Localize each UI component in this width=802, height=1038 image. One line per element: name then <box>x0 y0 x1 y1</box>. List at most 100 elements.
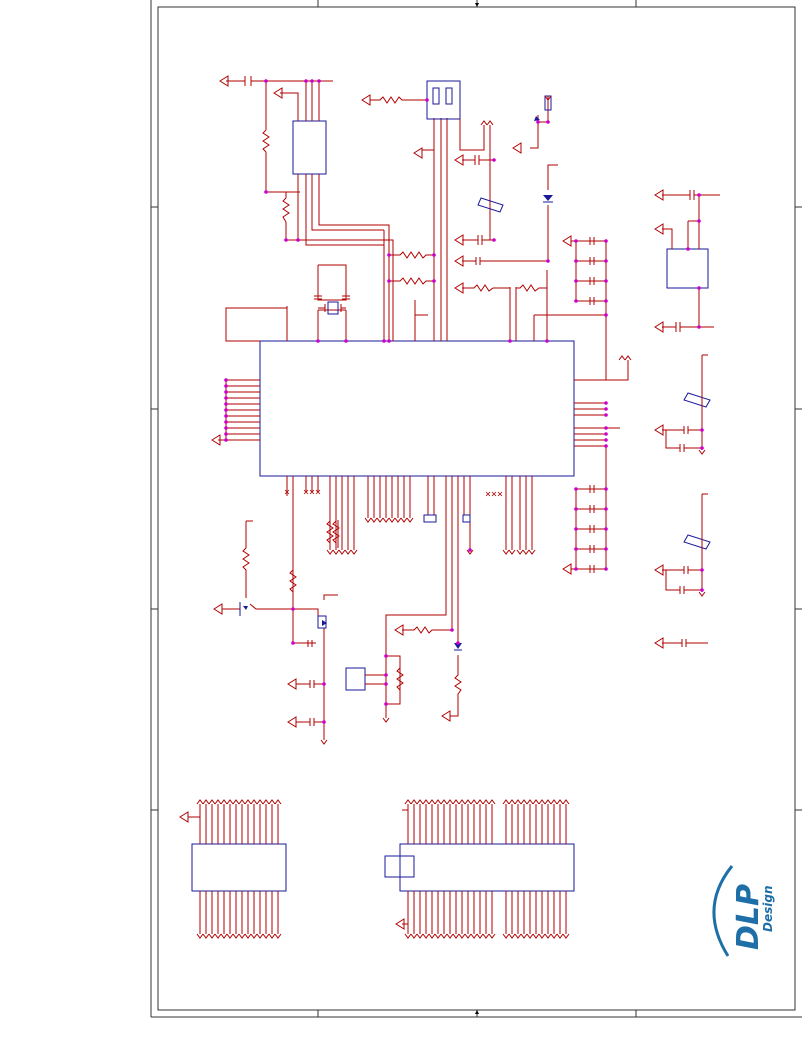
net-terminator <box>446 933 454 939</box>
ground-symbol <box>179 811 189 823</box>
junction-dots <box>224 79 704 724</box>
junction-dot <box>432 253 436 257</box>
ground-symbol <box>287 716 297 728</box>
decoupling-capacitor-bank-bottom <box>571 446 607 573</box>
net-terminator <box>338 549 346 555</box>
net-terminator <box>326 549 334 555</box>
junction-dot <box>384 673 388 677</box>
net-terminator <box>416 933 424 939</box>
net-terminator <box>274 799 282 805</box>
net-terminator <box>544 799 552 805</box>
net-terminator <box>238 933 246 939</box>
header-connector-wide <box>384 804 575 934</box>
net-terminator <box>226 799 234 805</box>
junction-dot <box>310 79 314 83</box>
frame-center-markers <box>475 3 479 1014</box>
net-terminator <box>244 799 252 805</box>
net-terminator <box>452 799 460 805</box>
net-terminator <box>514 799 522 805</box>
logo-brand-text: DLP <box>731 884 766 950</box>
ground-symbol <box>654 564 664 576</box>
junction-dot <box>536 120 540 124</box>
junction-dot <box>697 219 701 223</box>
net-terminator <box>452 933 460 939</box>
net-terminator <box>250 933 258 939</box>
net-terminator <box>544 95 552 101</box>
net-terminator <box>476 799 484 805</box>
junction-dot <box>604 487 608 491</box>
junction-dot <box>697 193 701 197</box>
net-terminator <box>482 933 490 939</box>
net-terminator <box>698 449 706 455</box>
junction-dot <box>604 438 608 442</box>
junction-dot <box>574 527 578 531</box>
junction-dot <box>697 325 701 329</box>
junction-dot <box>456 641 460 645</box>
junction-dot <box>604 313 608 317</box>
junction-dot <box>604 239 608 243</box>
junction-dot <box>304 79 308 83</box>
net-terminator <box>618 355 626 361</box>
ground-symbol <box>273 87 283 99</box>
net-terminator <box>528 549 536 555</box>
ground-symbol <box>287 678 297 690</box>
net-terminator <box>262 799 270 805</box>
ground-symbol <box>211 434 221 446</box>
net-terminator <box>434 933 442 939</box>
net-terminator <box>232 933 240 939</box>
net-terminator <box>208 933 216 939</box>
net-terminator <box>350 549 358 555</box>
button-led-section <box>326 514 471 718</box>
net-terminator <box>562 933 570 939</box>
junction-dot <box>317 79 321 83</box>
junction-dot <box>604 401 608 405</box>
net-terminator <box>416 799 424 805</box>
junction-dot <box>604 444 608 448</box>
junction-dot <box>296 238 300 242</box>
net-terminator <box>482 799 490 805</box>
junction-dot <box>224 390 228 394</box>
net-terminator <box>440 799 448 805</box>
junction-dot <box>284 238 288 242</box>
junction-dot <box>384 654 388 658</box>
logo-subtitle-text: Design <box>761 886 775 933</box>
power-input-section <box>462 95 558 292</box>
net-terminator <box>220 799 228 805</box>
junction-dot <box>264 190 268 194</box>
ground-symbol <box>654 321 664 333</box>
net-terminator <box>274 933 282 939</box>
ground-symbol <box>361 94 371 106</box>
net-terminator <box>262 933 270 939</box>
net-terminator <box>256 933 264 939</box>
junction-dot <box>316 339 320 343</box>
right-filter-lower <box>662 493 711 647</box>
net-terminator <box>434 799 442 805</box>
net-terminator <box>458 933 466 939</box>
junction-dot <box>604 426 608 430</box>
net-terminator <box>698 591 706 597</box>
junction-dot <box>384 682 388 686</box>
junction-dot <box>291 607 295 611</box>
junction-dot <box>686 247 690 251</box>
net-terminators <box>196 95 706 939</box>
net-terminator <box>480 120 488 126</box>
junction-dot <box>425 98 429 102</box>
net-terminator <box>486 120 494 126</box>
net-terminator <box>522 549 530 555</box>
junction-dot <box>546 259 550 263</box>
net-terminator <box>376 517 384 523</box>
junction-dot <box>604 507 608 511</box>
net-terminator <box>440 933 448 939</box>
net-terminator <box>624 355 632 361</box>
net-terminator <box>550 799 558 805</box>
net-terminator <box>344 549 352 555</box>
net-terminator <box>364 517 372 523</box>
net-terminator <box>520 933 528 939</box>
junction-dot <box>604 259 608 263</box>
junction-dot <box>604 407 608 411</box>
net-terminator <box>208 799 216 805</box>
junction-dot <box>574 259 578 263</box>
ground-symbol <box>413 147 423 159</box>
ground-symbol <box>395 918 405 930</box>
net-terminator <box>502 549 510 555</box>
